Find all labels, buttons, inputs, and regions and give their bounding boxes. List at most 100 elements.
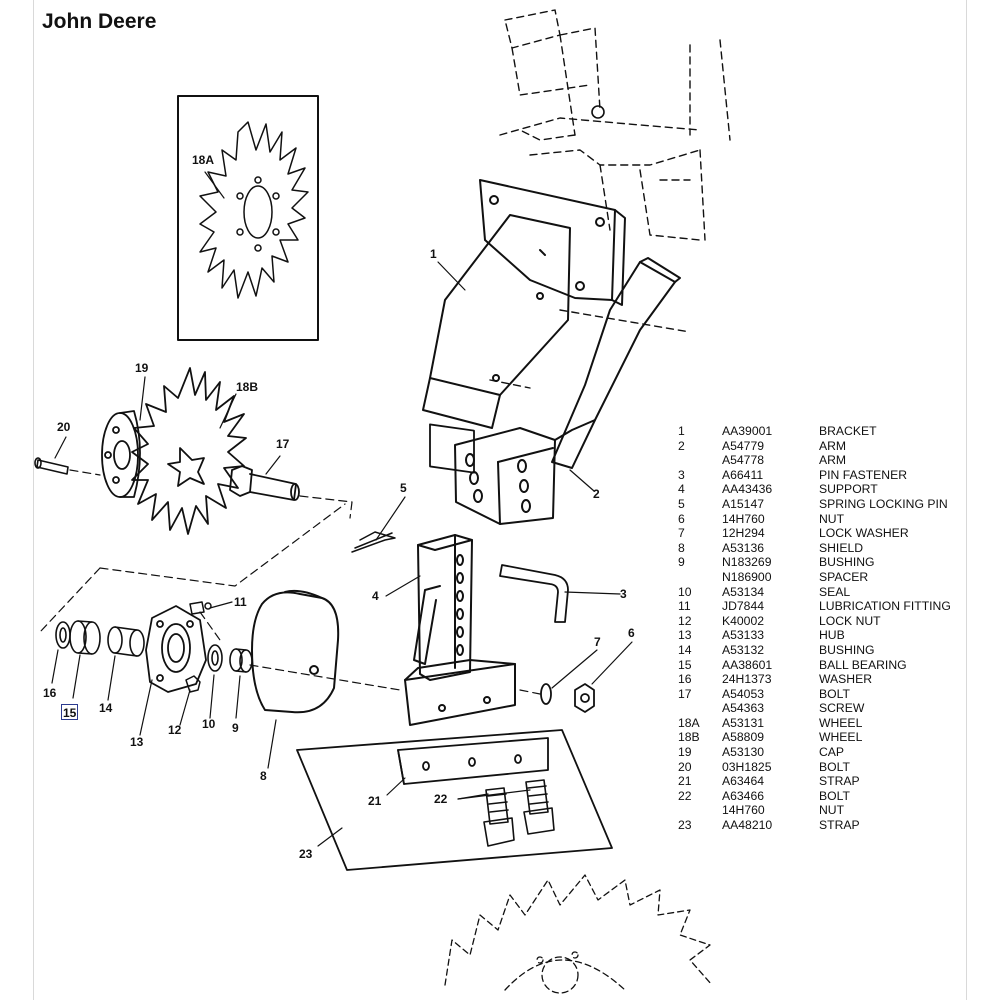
pin-fastener-part-3 <box>499 564 569 623</box>
callout-6: 6 <box>628 626 635 640</box>
part-ref-number: 9 <box>678 555 685 570</box>
leader-18A <box>204 171 225 199</box>
bolt-part-17 <box>229 465 300 501</box>
bushing-part-9 <box>229 648 253 673</box>
shield-part-8 <box>251 589 340 714</box>
part-ref-number: 3 <box>678 467 685 482</box>
part-number: A53130 <box>722 745 765 760</box>
parts-list-row: 1 AA39001 BRACKET <box>678 424 968 439</box>
part-description: BOLT <box>819 788 850 803</box>
strap-plate-part-23 <box>296 729 613 871</box>
nut-part-6 <box>574 683 595 713</box>
callout-20: 20 <box>57 420 71 434</box>
part-number: A53134 <box>722 584 765 599</box>
part-ref-number: 8 <box>678 540 685 555</box>
part-number: 03H1825 <box>722 759 772 774</box>
lubrication-fitting-part-11 <box>189 601 212 615</box>
bracket-part-1 <box>422 179 626 474</box>
part-ref-number: 1 <box>678 424 685 438</box>
part-description: CAP <box>819 745 845 760</box>
callout-15: 15 <box>63 706 77 720</box>
part-description: SUPPORT <box>819 482 878 497</box>
assembly-axis-lines <box>39 469 541 695</box>
part-description: BOLT <box>819 686 850 701</box>
part-description: LOCK NUT <box>819 613 881 628</box>
parts-list-row: N186900 SPACER <box>678 570 968 585</box>
part-ref-number <box>678 570 722 585</box>
implement-frame-phantom <box>489 9 731 389</box>
part-ref-number: 11 <box>678 599 691 614</box>
part-description: SEAL <box>819 584 851 599</box>
callout-21: 21 <box>368 794 382 808</box>
parts-list-row: 5 A15147 SPRING LOCKING PIN <box>678 497 968 512</box>
callout-4: 4 <box>372 589 379 603</box>
callout-3: 3 <box>620 587 627 601</box>
part-description: ARM <box>819 453 847 468</box>
star-wheel-18B <box>131 367 247 535</box>
part-ref-number: 4 <box>678 482 685 497</box>
part-description: SPRING LOCKING PIN <box>819 496 948 511</box>
part-number: AA39001 <box>722 424 773 438</box>
part-description: PIN FASTENER <box>819 467 908 482</box>
part-ref-number: 23 <box>678 818 692 833</box>
parts-list-row: 19 A53130 CAP <box>678 745 968 760</box>
part-description: ARM <box>819 438 847 453</box>
part-ref-number: 6 <box>678 511 685 526</box>
callout-14: 14 <box>99 701 113 715</box>
part-description: LOCK WASHER <box>819 526 909 541</box>
cap-part-19 <box>101 410 141 498</box>
callout-16: 16 <box>43 686 57 700</box>
part-number: K40002 <box>722 613 765 628</box>
callout-10: 10 <box>202 717 216 731</box>
washer-part-16 <box>55 621 71 649</box>
part-number: N186900 <box>722 569 772 584</box>
part-description: BOLT <box>819 759 850 774</box>
part-ref-number: 18A <box>678 715 700 730</box>
part-description: WASHER <box>819 672 873 687</box>
callout-8: 8 <box>260 769 267 783</box>
part-ref-number: 17 <box>678 686 692 701</box>
part-ref-number: 19 <box>678 745 692 760</box>
callout-22: 22 <box>434 792 448 806</box>
lock-washer-part-7 <box>540 683 552 705</box>
part-description: SPACER <box>819 569 869 584</box>
part-number: AA38601 <box>722 657 773 672</box>
part-description: NUT <box>819 803 845 818</box>
callout-1: 1 <box>430 247 437 261</box>
part-description: SHIELD <box>819 540 864 555</box>
part-description: WHEEL <box>819 730 863 745</box>
part-number: 14H760 <box>722 803 765 818</box>
part-number: A63464 <box>722 774 765 789</box>
part-ref-number: 5 <box>678 496 685 511</box>
part-ref-number <box>678 701 722 716</box>
parts-list-row: 14H760 NUT <box>678 803 968 818</box>
part-ref-number: 13 <box>678 628 692 643</box>
strap-part-21 <box>397 737 549 785</box>
part-number: A53133 <box>722 628 765 643</box>
callout-leaders <box>51 261 633 847</box>
part-description: WHEEL <box>819 715 863 730</box>
part-number: A54053 <box>722 686 765 701</box>
part-number: A15147 <box>722 496 765 511</box>
hub-part-13 <box>145 605 207 693</box>
callout-labels: 1 2 3 4 5 6 7 8 9 10 11 12 13 14 15 16 1… <box>43 153 635 861</box>
part-description: BRACKET <box>819 424 877 438</box>
support-part-4 <box>404 534 516 726</box>
callout-23: 23 <box>299 847 313 861</box>
part-ref-number: 21 <box>678 774 692 789</box>
part-number: N183269 <box>722 555 772 570</box>
spring-locking-pin-part-5 <box>351 531 396 553</box>
